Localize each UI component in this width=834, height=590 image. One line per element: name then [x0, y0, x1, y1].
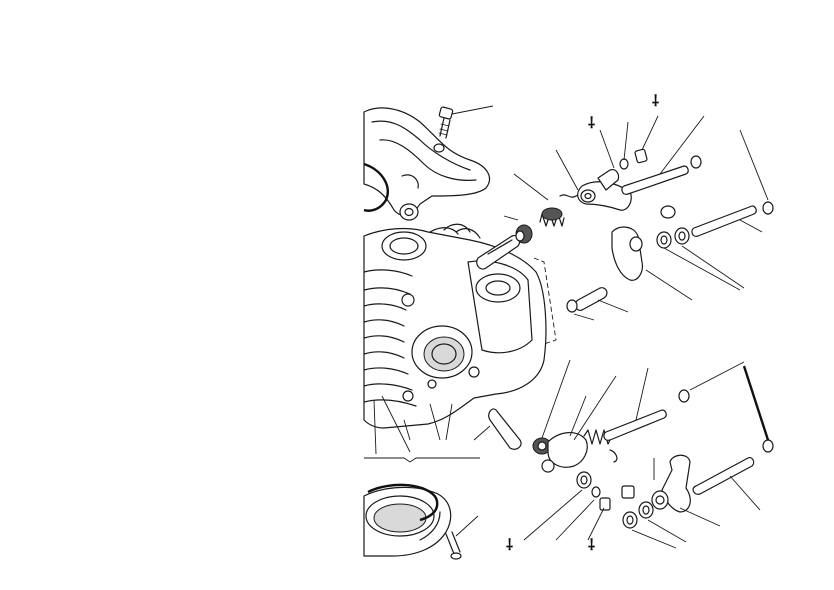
rocker-shaft-right-upper [660, 129, 774, 237]
adjuster-screw-upper [566, 287, 629, 321]
valve-spring-lower [583, 429, 618, 463]
intake-manifold [363, 486, 452, 557]
manifold-screw [445, 515, 479, 560]
rocker-arm-lower [541, 375, 617, 473]
valve-seal-lower [532, 359, 571, 455]
grease-symbol-4: ⸸ [588, 536, 595, 554]
grease-symbol-1: ⸸ [588, 114, 595, 132]
rocker-arm-upper-2 [611, 226, 745, 301]
grease-symbol-3: ⸸ [506, 536, 513, 554]
assembly-bracket [364, 395, 480, 463]
cover-oring [363, 162, 389, 212]
grease-symbol-2: ⸸ [652, 92, 659, 110]
rocker-shaft-right-lower [692, 365, 774, 511]
valve-guide-lower [473, 408, 522, 450]
manifold-oring [367, 483, 439, 522]
cylinder-head [363, 223, 547, 429]
rocker-shaft-upper [621, 115, 705, 195]
rocker-arm-upper [577, 181, 632, 211]
rocker-arm-lower-2 [622, 454, 721, 549]
cover-screw [438, 105, 494, 139]
crankcase-cover [363, 107, 491, 221]
reference-line [533, 257, 557, 345]
valve-guide-upper [476, 235, 521, 270]
rocker-shaft-lower [603, 361, 745, 441]
collet-lower [523, 471, 635, 541]
valve-seal-upper [503, 215, 533, 244]
collet-upper [597, 115, 659, 191]
valve-spring-upper [513, 173, 565, 227]
